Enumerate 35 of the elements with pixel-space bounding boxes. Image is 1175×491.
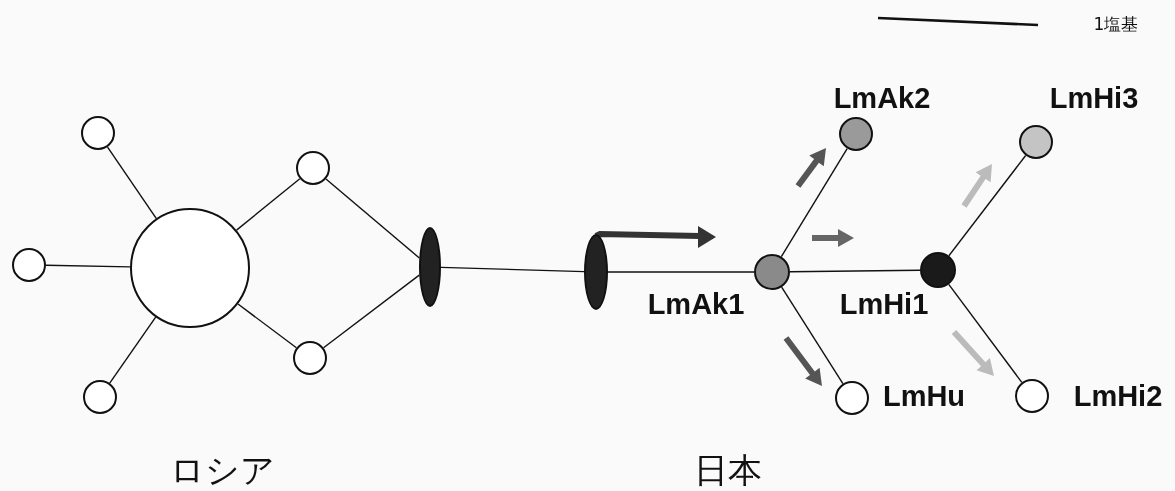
haplotype-label: LmHi1 <box>839 289 929 319</box>
network-line <box>109 316 157 384</box>
network-line <box>789 269 921 273</box>
network-line <box>780 286 844 385</box>
network-line <box>325 178 420 259</box>
haplotype-circle <box>1015 379 1049 413</box>
network-line <box>235 178 301 231</box>
haplotype-circle <box>81 116 115 150</box>
network-line <box>440 266 585 273</box>
haplotype-label: LmHi2 <box>1073 381 1163 411</box>
network-line <box>237 303 298 349</box>
haplotype-circle <box>83 380 117 414</box>
haplotype-circle <box>293 341 327 375</box>
haplotype-circle <box>839 117 873 151</box>
haplotype-circle <box>296 151 330 185</box>
network-line <box>106 146 157 220</box>
region-label: ロシア <box>169 453 275 487</box>
haplotype-circle <box>754 254 790 290</box>
haplotype-label: LmHi3 <box>1049 83 1139 113</box>
network-line <box>780 147 848 258</box>
network-line <box>948 154 1027 257</box>
network-line <box>948 283 1023 384</box>
network-line <box>607 271 755 273</box>
haplotype-circle <box>835 381 869 415</box>
haplotype-circle <box>12 248 46 282</box>
haplotype-circle <box>1019 125 1053 159</box>
scale-label: 1塩基 <box>1093 15 1139 33</box>
region-label: 日本 <box>694 453 762 487</box>
haplotype-label: LmAk1 <box>647 289 745 319</box>
haplotype-circle <box>920 252 956 288</box>
network-line <box>322 274 420 349</box>
haplotype-label: LmAk2 <box>833 83 931 113</box>
network-line <box>45 264 131 268</box>
haplotype-ellipse <box>584 234 608 310</box>
haplotype-label: LmHu <box>882 381 966 411</box>
